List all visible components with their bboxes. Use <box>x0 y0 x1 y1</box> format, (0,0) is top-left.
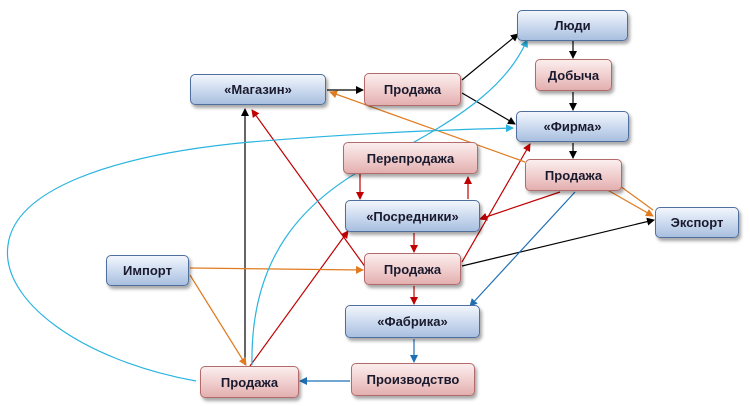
node-dobycha[interactable]: Добыча <box>535 59 612 91</box>
node-firma[interactable]: «Фирма» <box>516 111 629 142</box>
node-import[interactable]: Импорт <box>106 255 189 286</box>
node-eksport[interactable]: Экспорт <box>655 207 739 238</box>
edge-prodazha-firma-magazin <box>329 90 526 163</box>
edge-prodazha-firma-posredniki <box>479 191 561 221</box>
node-prodazha-bottom[interactable]: Продажа <box>200 366 299 398</box>
edge-prodazha-firma-fabrika <box>469 191 576 307</box>
edge-prodazha-mid-magazin <box>251 109 367 269</box>
edge-cyan-loop-firma <box>6 124 514 382</box>
node-prodazha-mid[interactable]: Продажа <box>364 253 461 285</box>
edge-import-prodazha-mid <box>189 265 364 274</box>
edge-prodazha-bottom-posredniki <box>249 230 349 367</box>
edge-prodazha-lyudi <box>461 33 519 81</box>
node-proizvodstvo[interactable]: Производство <box>351 363 475 396</box>
node-pereprodazha[interactable]: Перепродажа <box>343 142 478 174</box>
node-magazin[interactable]: «Магазин» <box>190 74 326 105</box>
node-fabrika[interactable]: «Фабрика» <box>345 305 480 338</box>
node-lyudi[interactable]: Люди <box>517 10 628 41</box>
node-prodazha-firma[interactable]: Продажа <box>525 159 622 191</box>
edge-prodazha-mid-firma <box>461 143 531 263</box>
edge-prodazha-mid-eksport <box>461 217 655 267</box>
node-posredniki[interactable]: «Посредники» <box>345 200 480 232</box>
edge-prodazha-firma <box>461 92 516 125</box>
edge-import-prodazha-bottom <box>189 274 247 366</box>
node-prodazha-top[interactable]: Продажа <box>364 73 461 106</box>
